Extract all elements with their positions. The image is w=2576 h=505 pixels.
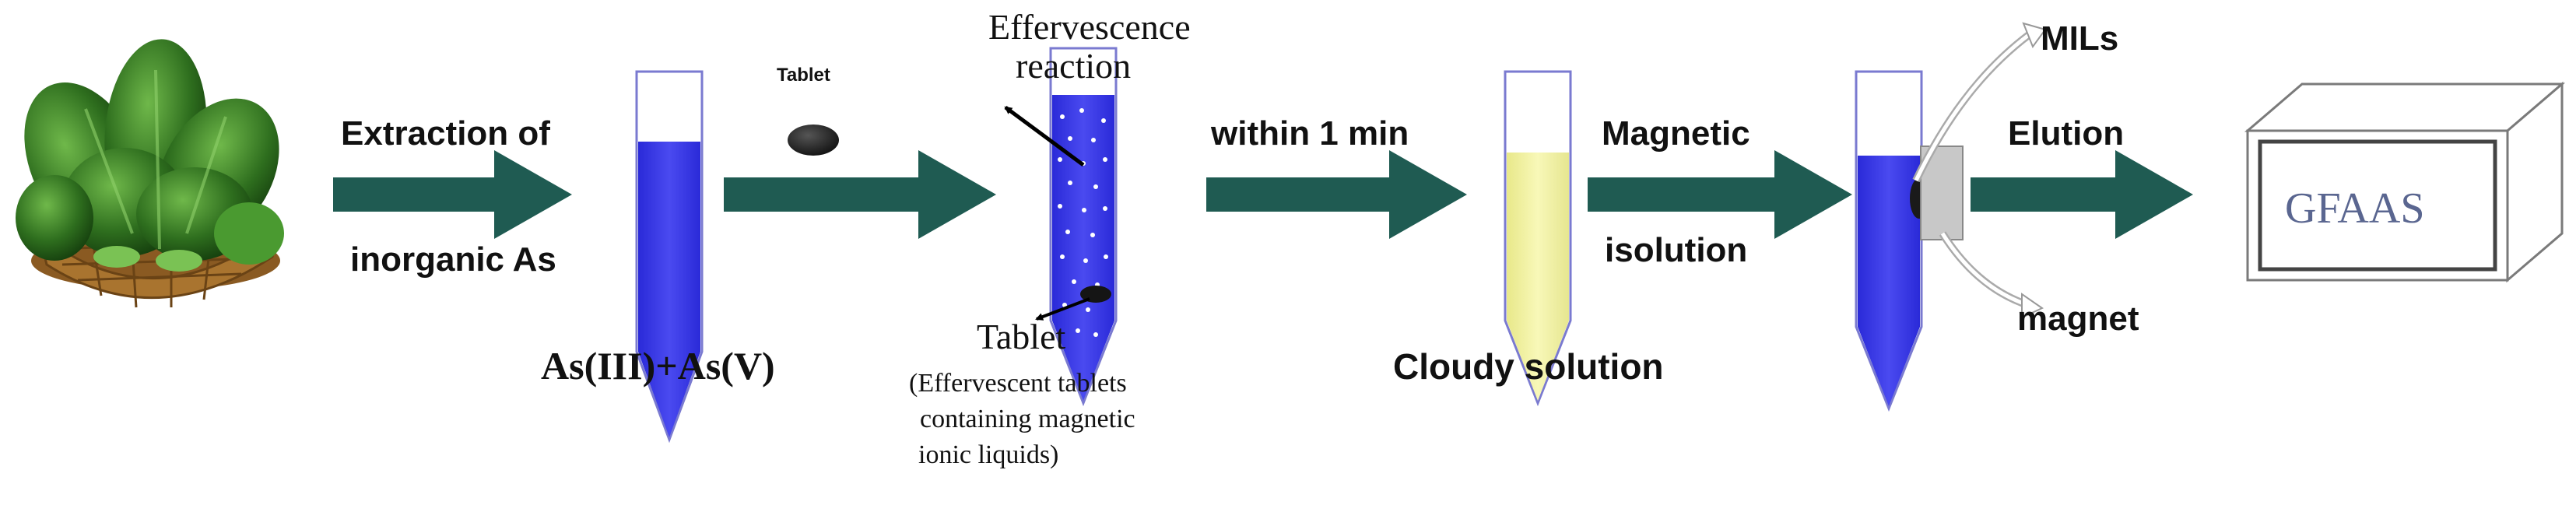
extraction-label-line2: inorganic As (350, 240, 556, 279)
tablet-icon (788, 124, 839, 156)
arrow-magnetic-isolation (1588, 150, 1852, 239)
arrow-elution (1971, 150, 2193, 239)
cloudy-solution-label: Cloudy solution (1393, 346, 1664, 387)
tube-icon (1855, 70, 1928, 412)
tablet-small-label: Tablet (777, 65, 830, 86)
magnet-label: magnet (2017, 300, 2139, 338)
spinach-basket-icon (16, 39, 284, 308)
tablet-caption: Tablet (977, 317, 1066, 356)
tube-icon (1504, 70, 1572, 407)
magnet-pointer (1939, 231, 2044, 319)
arrow-add-tablet (724, 150, 996, 239)
arsenic-species-label: As(III)+As(V) (541, 344, 775, 388)
tube-icon (635, 70, 704, 444)
arrow-within-time (1206, 150, 1467, 239)
tablet-desc-line3: ionic liquids) (918, 440, 1059, 469)
tablet-desc-line1: (Effervescent tablets (909, 369, 1127, 398)
magnetic-label-line1: Magnetic (1602, 114, 1750, 153)
mils-pointer (1912, 22, 2047, 183)
effervescence-pointer (1004, 105, 1085, 167)
tablet-desc-line2: containing magnetic (920, 405, 1135, 433)
tube-icon (1049, 47, 1118, 407)
effervescence-label-line2: reaction (1016, 46, 1132, 86)
within-time-label: within 1 min (1211, 114, 1409, 153)
mils-label: MILs (2041, 19, 2119, 58)
extraction-label-line1: Extraction of (341, 114, 550, 153)
effervescence-label-line1: Effervescence (988, 7, 1191, 47)
bubbles (1058, 108, 1108, 337)
elution-label: Elution (2008, 114, 2125, 153)
detector-box-icon (2244, 81, 2566, 283)
detector-label: GFAAS (2285, 184, 2425, 233)
magnetic-label-line2: isolution (1605, 231, 1748, 269)
tablet-pointer (1035, 297, 1090, 321)
arrow-extraction (333, 150, 572, 239)
